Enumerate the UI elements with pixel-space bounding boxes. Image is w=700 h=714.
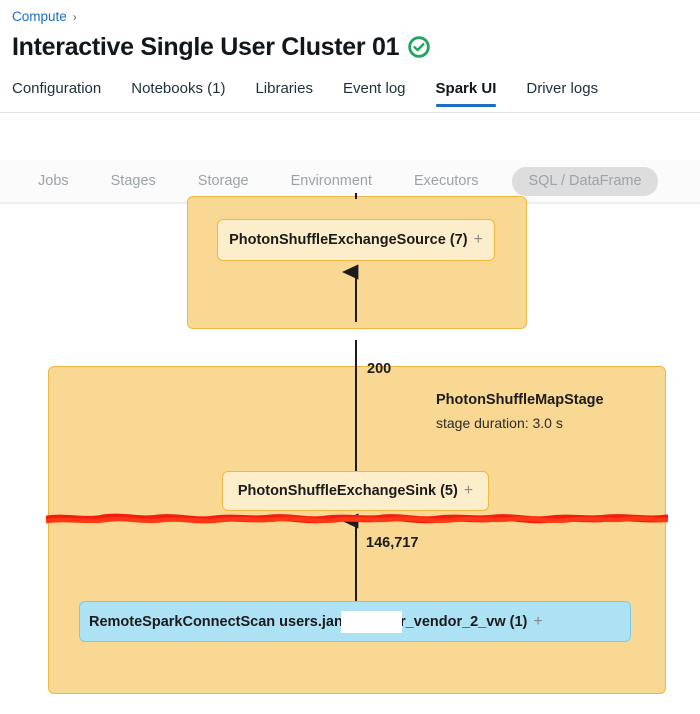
plan-node-photon-shuffle-exchange-source[interactable]: PhotonShuffleExchangeSource (7) + xyxy=(217,219,495,261)
page-title: Interactive Single User Cluster 01 xyxy=(12,33,400,61)
plan-node-remote-spark-connect-scan[interactable]: RemoteSparkConnectScan users.ja nd.fs_pr… xyxy=(79,601,631,642)
tabs-divider xyxy=(0,112,700,113)
stage-metadata: PhotonShuffleMapStage stage duration: 3.… xyxy=(436,390,604,433)
expand-icon[interactable]: + xyxy=(473,231,483,248)
edge-label-row-count-200: 200 xyxy=(367,361,392,377)
edge-label-row-count-146717: 146,717 xyxy=(366,535,419,551)
plan-node-photon-shuffle-exchange-sink[interactable]: PhotonShuffleExchangeSink (5) + xyxy=(222,471,489,511)
check-circle-icon xyxy=(408,36,430,58)
subtab-storage[interactable]: Storage xyxy=(197,172,249,189)
subtab-sql-dataframe[interactable]: SQL / DataFrame xyxy=(512,166,658,196)
expand-icon[interactable]: + xyxy=(463,482,474,499)
spark-ui-subtabs: Jobs Stages Storage Environment Executor… xyxy=(0,160,700,202)
tab-event-log[interactable]: Event log xyxy=(342,80,406,97)
stage-name: PhotonShuffleMapStage xyxy=(436,392,604,408)
subtab-environment[interactable]: Environment xyxy=(290,172,372,189)
expand-icon[interactable]: + xyxy=(533,612,543,630)
tab-spark-ui[interactable]: Spark UI xyxy=(435,79,496,107)
breadcrumb-link-compute[interactable]: Compute xyxy=(12,9,67,24)
plan-node-label-prefix: RemoteSparkConnectScan users.ja xyxy=(89,613,334,630)
cluster-tabs: Configuration Notebooks (1) Libraries Ev… xyxy=(12,79,700,112)
subtab-executors[interactable]: Executors xyxy=(414,172,479,189)
page-title-row: Interactive Single User Cluster 01 xyxy=(12,32,430,62)
plan-node-label: PhotonShuffleExchangeSource (7) xyxy=(229,232,468,248)
tab-configuration[interactable]: Configuration xyxy=(12,80,102,97)
subtab-jobs[interactable]: Jobs xyxy=(38,172,69,189)
stage-container-top xyxy=(187,196,527,329)
subtab-stages[interactable]: Stages xyxy=(110,172,156,189)
tab-driver-logs[interactable]: Driver logs xyxy=(526,80,599,97)
tab-libraries[interactable]: Libraries xyxy=(255,80,313,97)
redaction-block xyxy=(341,611,402,633)
breadcrumb: Compute › xyxy=(12,8,77,26)
breadcrumb-separator-icon: › xyxy=(72,10,77,24)
stage-duration: stage duration: 3.0 s xyxy=(436,415,563,431)
tab-notebooks[interactable]: Notebooks (1) xyxy=(131,80,226,97)
plan-node-label: PhotonShuffleExchangeSink (5) xyxy=(237,483,458,499)
